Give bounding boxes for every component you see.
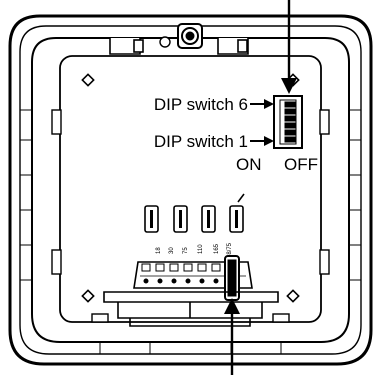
base-bracket — [103, 291, 279, 327]
terminal-label: 110 — [198, 244, 204, 254]
side-clips — [51, 109, 330, 323]
off-label: OFF — [284, 155, 318, 174]
terminal-strip — [133, 261, 253, 289]
terminal-label: 18 — [156, 247, 162, 254]
dip-switch-6-label: DIP switch 6 — [154, 95, 248, 114]
dip-switch-1-label: DIP switch 1 — [154, 132, 248, 151]
bottom-arrow — [224, 298, 240, 375]
wire-slots — [144, 193, 245, 233]
mounting-diamonds — [81, 73, 300, 303]
terminal-label: 30 — [169, 247, 175, 254]
terminal-label: 18/75 — [227, 242, 233, 258]
terminal-labels: 18 30 75 110 165 18/75 — [156, 242, 233, 258]
terminal-label: 165 — [214, 243, 220, 254]
on-label: ON — [236, 155, 262, 174]
dip-switch-block — [273, 95, 303, 149]
screw-icon — [159, 23, 203, 49]
callout-arrows — [250, 99, 274, 146]
top-arrow — [281, 0, 297, 94]
top-tabs — [109, 38, 249, 55]
terminal-label: 75 — [183, 247, 189, 254]
jumper-selector — [224, 255, 240, 301]
outer-housing — [8, 14, 373, 366]
inner-plate — [59, 55, 322, 323]
